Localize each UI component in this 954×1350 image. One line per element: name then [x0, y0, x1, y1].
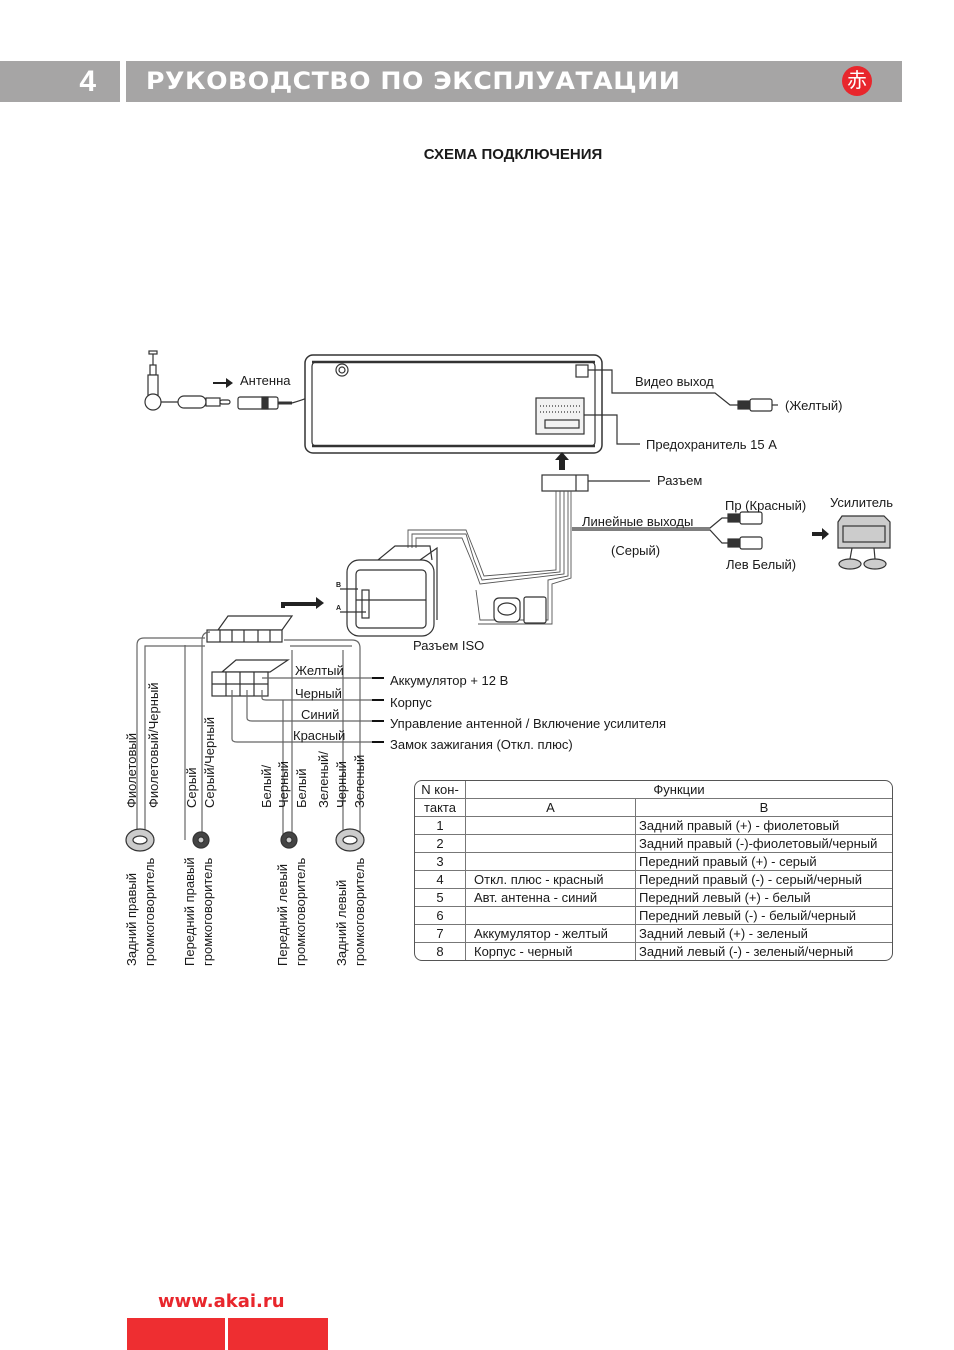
pin-number: 2 [415, 835, 466, 853]
pin-function-b: Задний левый (-) - зеленый/черный [639, 943, 854, 959]
header-bar: РУКОВОДСТВО ПО ЭКСПЛУАТАЦИИ 赤 [126, 61, 902, 102]
head-unit-chassis [304, 354, 603, 454]
pin-function-b: Передний правый (+) - серый [636, 853, 892, 871]
pin-number: 7 [415, 925, 466, 943]
speaker-front-right-name-2: громкоговоритель [200, 857, 215, 966]
video-color-label: (Желтый) [785, 398, 843, 413]
pin-function-a [466, 817, 636, 835]
header-pin-number: N кон- [415, 781, 466, 799]
arrow-up-icon [555, 452, 569, 470]
video-out-label: Видео выход [635, 374, 714, 389]
table-row: 3 Передний правый (+) - серый [415, 853, 892, 871]
wire-green-black-2: Черный [334, 761, 349, 808]
pin-function-a [466, 907, 636, 925]
website-link[interactable]: www.akai.ru [158, 1291, 285, 1312]
iso-b-label: B [336, 582, 342, 589]
pin-function-b: Передний левый (-) - белый/черный [636, 907, 892, 925]
speaker-front-left-name-1: Передний левый [275, 864, 290, 966]
connector-label: Разъем [657, 473, 703, 488]
footer-bar-left [127, 1318, 225, 1350]
pin-function-a: Корпус - черный [466, 943, 636, 960]
speaker-front-left-icon [280, 831, 298, 849]
wire-violet-black: Фиолетовый/Черный [146, 682, 161, 808]
wire-green-black-1: Зеленый/ [316, 751, 331, 808]
antenna-label: Антенна [240, 373, 291, 388]
arrow-icon [281, 597, 324, 609]
pin-function-a: Аккумулятор - желтый [466, 925, 636, 943]
speaker-rear-right-icon [125, 828, 155, 852]
right-channel-label: Пр (Красный) [725, 498, 807, 513]
pin-function-b: Задний левый (+) - зеленый [636, 925, 892, 943]
header-b: B [636, 799, 892, 817]
header-title: РУКОВОДСТВО ПО ЭКСПЛУАТАЦИИ [146, 67, 681, 95]
speaker-front-right-icon [192, 831, 210, 849]
header-functions: Функции [466, 781, 892, 799]
header-pin-number-2: такта [415, 799, 466, 817]
pin-number: 1 [415, 817, 466, 835]
amplifier-icon [837, 515, 891, 570]
pin-function-b: Задний правый (+) - фиолетовый [636, 817, 892, 835]
akai-logo-icon: 赤 [842, 66, 872, 96]
arrow-icon [213, 378, 233, 388]
pin-function-b: Передний левый (+) - белый [636, 889, 892, 907]
pin-function-b: Задний правый (-)-фиолетовый/черный [636, 835, 892, 853]
wire-color-red: Красный [293, 728, 346, 743]
pin-number: 6 [415, 907, 466, 925]
left-channel-label: Лев Белый) [726, 557, 797, 572]
table-row: 6 Передний левый (-) - белый/черный [415, 907, 892, 925]
line-out-color-label: (Серый) [611, 543, 661, 558]
speaker-front-left-name-2: громкоговоритель [293, 857, 308, 966]
wire-violet: Фиолетовый [124, 732, 139, 808]
speaker-rear-left-icon [335, 828, 365, 852]
speaker-front-right-name-1: Передний правый [182, 857, 197, 966]
iso-a-label: A [336, 605, 342, 612]
fuse-label: Предохранитель 15 А [646, 437, 777, 452]
wire-gray: Серый [184, 767, 199, 808]
page-title: СХЕМА ПОДКЛЮЧЕНИЯ [423, 146, 603, 163]
footer-bar-right [228, 1318, 328, 1350]
pin-number: 8 [415, 943, 466, 960]
wire-function-battery: Аккумулятор + 12 В [390, 673, 509, 688]
speaker-rear-right-name-2: громкоговоритель [142, 857, 157, 966]
pin-number: 3 [415, 853, 466, 871]
wire-color-yellow: Желтый [295, 663, 344, 678]
wire-gray-black: Серый/Черный [202, 717, 217, 808]
plug-b-icon [206, 615, 294, 643]
wire-white-black-2: Черный [276, 761, 291, 808]
pin-function-b: Передний правый (-) - серый/черный [636, 871, 892, 889]
wire-green: Зеленый [352, 754, 367, 808]
wire-function-antenna: Управление антенной / Включение усилител… [390, 716, 667, 731]
pin-function-a [466, 853, 636, 871]
header-a: A [466, 799, 636, 817]
wire-color-blue: Синий [301, 707, 340, 722]
wire-function-ground: Корпус [390, 695, 432, 710]
table-row: 2 Задний правый (-)-фиолетовый/черный [415, 835, 892, 853]
page-number: 4 [0, 61, 120, 102]
pin-number: 5 [415, 889, 466, 907]
plug-a-icon [211, 659, 290, 697]
iso-connector-label: Разъем ISO [413, 638, 485, 653]
table-row: 1 Задний правый (+) - фиолетовый [415, 817, 892, 835]
wire-color-black: Черный [295, 686, 342, 701]
speaker-rear-left-name-2: громкоговоритель [352, 857, 367, 966]
speaker-rear-left-name-1: Задний левый [334, 879, 349, 966]
pin-function-a: Авт. антенна - синий [466, 889, 636, 907]
arrow-icon [812, 528, 829, 540]
wire-white-black-1: Белый/ [259, 764, 274, 808]
iso-connector-icon [340, 545, 438, 637]
amplifier-label: Усилитель [830, 495, 893, 510]
wire-function-ignition: Замок зажигания (Откл. плюс) [390, 737, 573, 752]
speaker-rear-right-name-1: Задний правый [124, 873, 139, 966]
pin-function-a: Откл. плюс - красный [466, 871, 636, 889]
pin-number: 4 [415, 871, 466, 889]
wire-white: Белый [294, 768, 309, 808]
line-out-label: Линейные выходы [582, 514, 694, 529]
pin-function-a [466, 835, 636, 853]
